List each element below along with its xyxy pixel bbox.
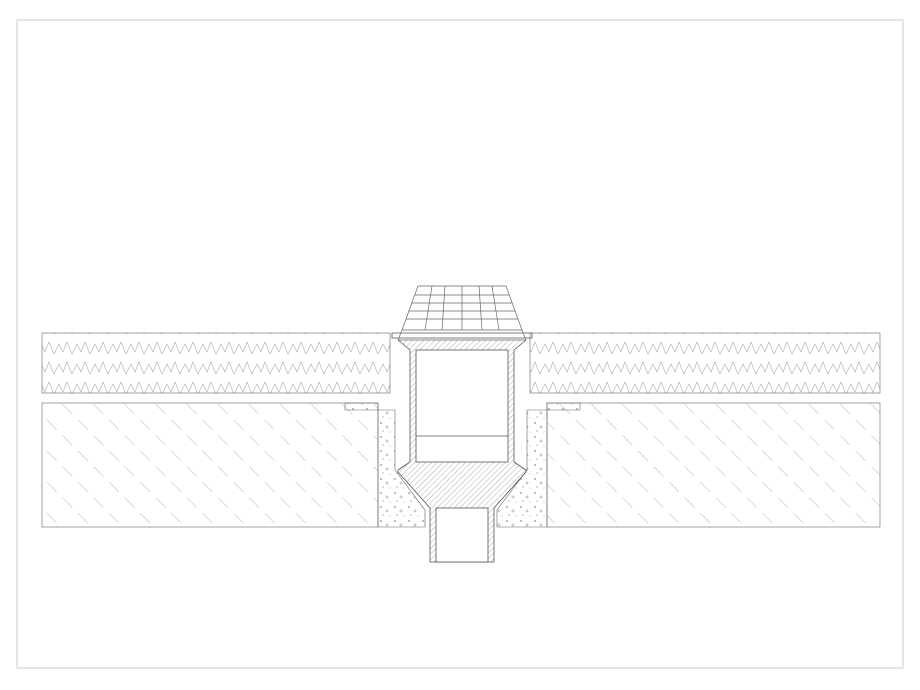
drawing-frame [16,19,904,669]
insulation-layer [41,332,881,394]
drain-body [391,332,533,563]
concrete-slab [41,402,881,528]
drain-grate [397,285,527,341]
mortar-fill [344,402,581,528]
